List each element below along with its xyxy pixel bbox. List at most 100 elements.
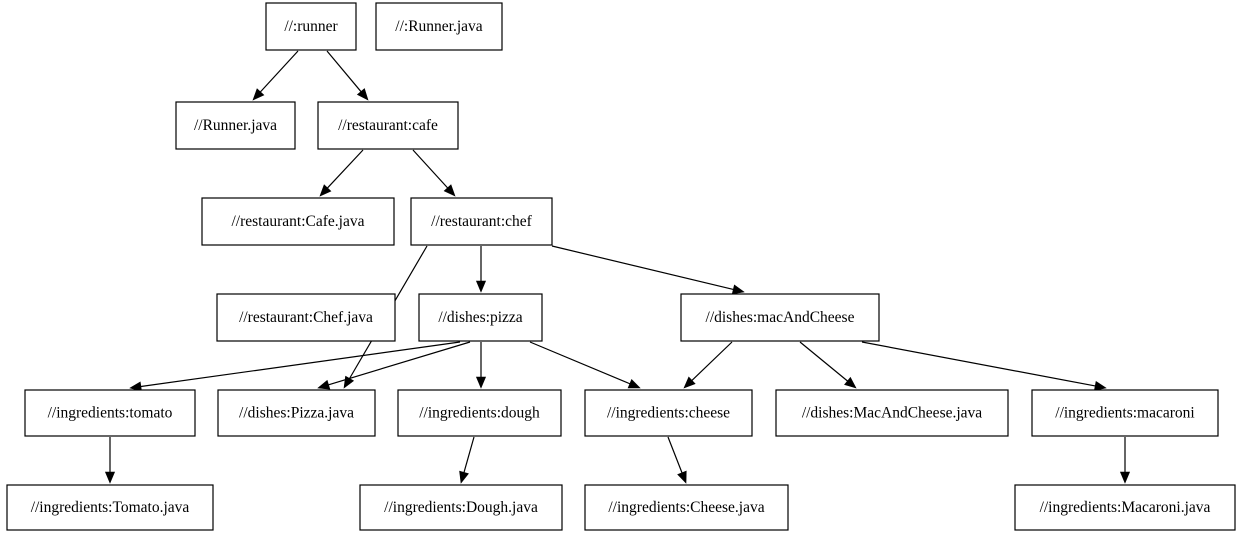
graph-node[interactable]: //restaurant:Chef.java [216,293,396,342]
graph-edge [683,341,733,389]
node-label: //restaurant:Cafe.java [232,213,365,230]
node-label: //dishes:MacAndCheese.java [802,405,982,422]
edge-line [691,341,733,381]
edge-arrowhead-icon [356,88,369,101]
node-label: //ingredients:macaroni [1055,405,1195,422]
node-box[interactable] [584,389,753,437]
graph-node[interactable]: //Runner.java [175,101,296,150]
node-box[interactable] [24,389,196,437]
node-box[interactable] [410,197,553,246]
graph-edge [529,341,641,389]
edge-arrowhead-icon [731,284,745,295]
graph-node[interactable]: //ingredients:macaroni [1031,389,1219,437]
node-label: //Runner.java [194,117,277,134]
node-label: //ingredients:Macaroni.java [1040,499,1211,516]
graph-edge [129,341,461,392]
node-label: //ingredients:cheese [607,405,730,422]
edge-arrowhead-icon [1119,471,1131,484]
graph-edge [252,50,299,101]
edge-line [551,245,734,291]
edge-arrowhead-icon [317,379,331,390]
node-box[interactable] [418,293,543,342]
graph-node[interactable]: //dishes:Pizza.java [217,389,376,437]
node-box[interactable] [265,2,357,51]
node-box[interactable] [375,2,503,51]
node-label: //ingredients:Tomato.java [31,499,190,516]
node-box[interactable] [1031,389,1219,437]
graph-node[interactable]: //dishes:pizza [418,293,543,342]
graph-edge [104,437,116,484]
edge-arrowhead-icon [252,88,265,101]
graph-node[interactable]: //:runner [265,2,357,51]
graph-edge [319,149,364,197]
node-box[interactable] [6,484,214,531]
edge-line [259,50,299,93]
graph-edge [317,341,471,390]
node-box[interactable] [217,389,376,437]
graph-node[interactable]: //restaurant:chef [410,197,553,246]
edge-arrowhead-icon [319,184,332,197]
edge-arrowhead-icon [104,471,116,484]
node-box[interactable] [175,101,296,150]
graph-edge [799,341,857,389]
graph-node[interactable]: //ingredients:Cheese.java [584,484,789,531]
edge-line [463,436,475,473]
edge-arrowhead-icon [844,376,857,389]
graph-edge [475,246,487,293]
node-label: //restaurant:chef [431,213,533,230]
node-box[interactable] [775,389,1009,437]
edge-line [861,341,1096,387]
graph-node[interactable]: //dishes:MacAndCheese.java [775,389,1009,437]
graph-node[interactable]: //restaurant:cafe [317,101,459,150]
graph-node[interactable]: //:Runner.java [375,2,503,51]
node-label: //:runner [284,18,338,35]
graph-node[interactable]: //ingredients:Dough.java [359,484,563,531]
node-box[interactable] [680,293,880,342]
node-label: //dishes:Pizza.java [239,405,354,422]
graph-edge [1119,437,1131,484]
graph-edge [861,341,1107,391]
edge-line [412,149,449,189]
graph-node[interactable]: //restaurant:Cafe.java [201,197,395,246]
node-label: //dishes:macAndCheese [706,309,855,326]
node-label: //:Runner.java [395,18,483,35]
edge-arrowhead-icon [475,376,487,389]
node-label: //ingredients:Dough.java [384,499,538,516]
node-box[interactable] [359,484,563,531]
node-label: //ingredients:tomato [48,405,173,422]
node-box[interactable] [397,389,562,437]
graph-edge [412,149,456,197]
graph-edge [459,436,475,484]
node-box[interactable] [584,484,789,531]
edge-arrowhead-icon [475,280,487,293]
graph-edge [326,50,369,101]
edge-line [799,341,848,382]
graph-node[interactable]: //dishes:macAndCheese [680,293,880,342]
node-label: //ingredients:dough [419,405,540,422]
graph-edge [551,245,745,295]
node-box[interactable] [216,293,396,342]
graph-edge [475,342,487,389]
edge-arrowhead-icon [1093,380,1107,391]
graph-node[interactable]: //ingredients:tomato [24,389,196,437]
edge-line [327,149,364,189]
node-label: //ingredients:Cheese.java [608,499,764,516]
node-box[interactable] [1014,484,1236,531]
graph-node[interactable]: //ingredients:Tomato.java [6,484,214,531]
node-label: //dishes:pizza [438,309,522,326]
edge-line [140,341,461,388]
graph-node[interactable]: //ingredients:dough [397,389,562,437]
nodes-layer: //:runner //:Runner.java //Runner.java //re… [6,2,1236,531]
node-label: //restaurant:cafe [338,117,438,134]
node-box[interactable] [317,101,459,150]
node-box[interactable] [201,197,395,246]
graph-node[interactable]: //ingredients:cheese [584,389,753,437]
edge-line [667,436,683,473]
edge-arrowhead-icon [627,378,641,389]
edge-line [529,341,631,385]
edge-line [326,50,362,92]
edge-arrowhead-icon [677,470,687,484]
graph-node[interactable]: //ingredients:Macaroni.java [1014,484,1236,531]
